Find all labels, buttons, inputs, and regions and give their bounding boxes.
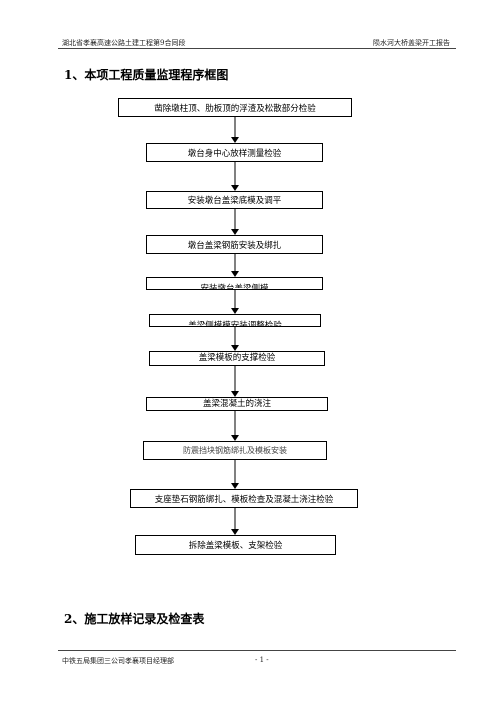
- flow-step-2: 墩台身中心放样测量检验: [146, 143, 323, 162]
- arrowhead: [231, 529, 239, 535]
- flow-step-1: 凿除墩柱顶、肋板顶的浮渣及松散部分检验: [118, 98, 352, 117]
- header-rule: [58, 48, 456, 49]
- flow-step-8: 盖梁混凝土的浇注: [146, 397, 328, 411]
- arrowhead: [231, 271, 239, 277]
- header-right: 陨水河大桥盖梁开工报告: [373, 39, 450, 47]
- flow-step-4: 墩台盖梁钢筋安装及绑扎: [146, 235, 323, 254]
- page-number: - 1 -: [255, 656, 269, 664]
- section-1-title: 1、本项工程质量监理程序框图: [64, 68, 229, 82]
- flow-step-10: 支座垫石钢筋绑扎、模板检查及混凝土浇注检验: [130, 489, 358, 508]
- section-2-title: 2、施工放样记录及检查表: [64, 612, 205, 626]
- flow-step-7: 盖梁模板的支撑检验: [149, 351, 325, 366]
- flow-step-5: 安装墩台盖梁侧模: [146, 277, 323, 290]
- header-left: 湖北省孝襄高速公路土建工程第9合同段: [62, 39, 186, 47]
- flow-step-11: 拆除盖梁模板、支架检验: [135, 535, 336, 555]
- arrowhead: [231, 483, 239, 489]
- flow-step-3: 安装墩台盖梁底模及调平: [146, 191, 323, 209]
- footer-left: 中铁五局集团三公司孝襄项目经理部: [62, 657, 174, 665]
- arrowhead: [231, 391, 239, 397]
- arrowhead: [231, 137, 239, 143]
- arrowhead: [231, 229, 239, 235]
- footer-rule: [58, 650, 456, 651]
- arrowhead: [231, 435, 239, 441]
- flow-step-6: 盖梁侧模模安装调整检验: [149, 314, 321, 327]
- arrowhead: [231, 308, 239, 314]
- arrowhead: [231, 185, 239, 191]
- arrowhead: [231, 345, 239, 351]
- flow-step-9: 防震挡块钢筋绑扎及模板安装: [143, 441, 327, 460]
